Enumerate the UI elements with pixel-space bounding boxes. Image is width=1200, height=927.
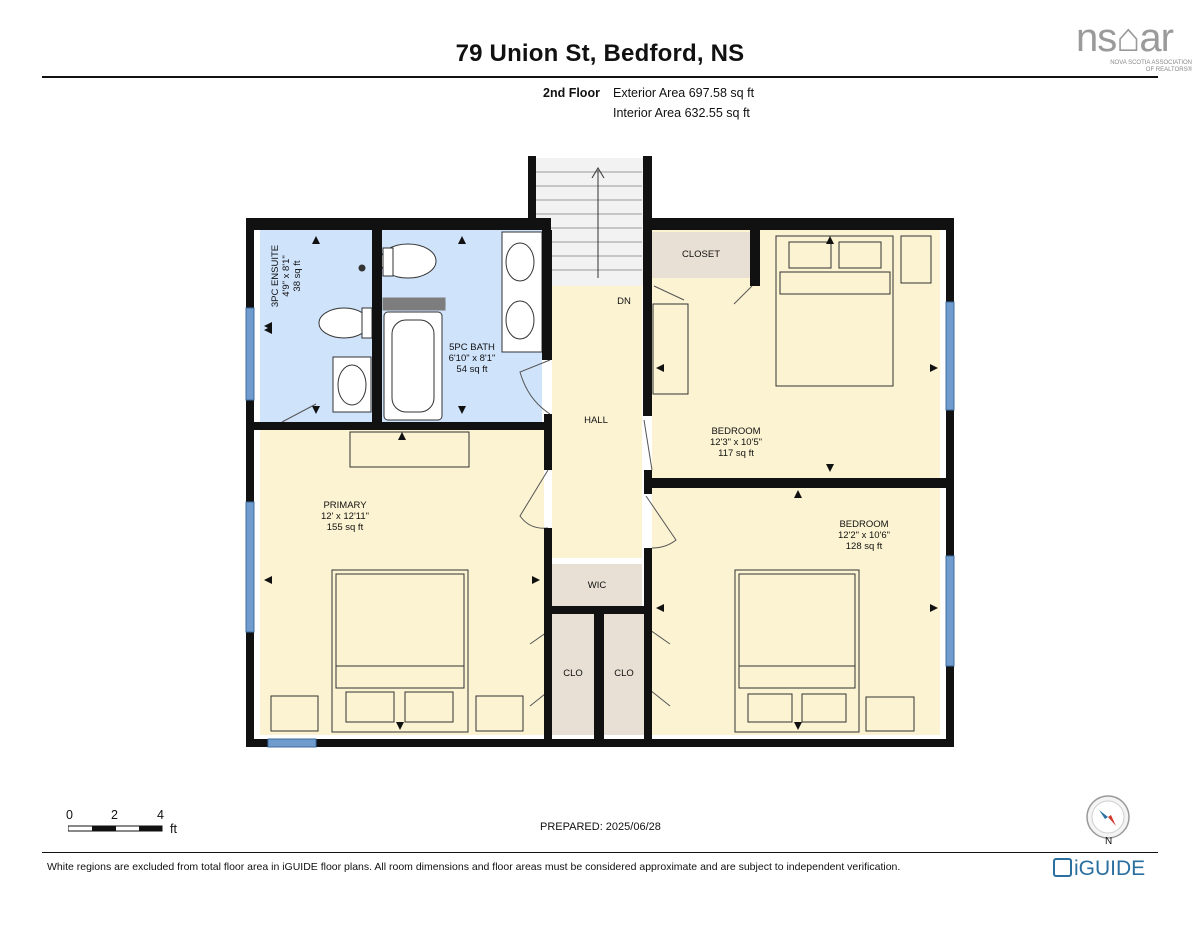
walls: [246, 156, 954, 747]
room-label-clo-1: CLO: [563, 668, 583, 679]
scale-graphic: [68, 825, 163, 832]
scale-bar: 0 2 4 ft: [62, 808, 192, 838]
clo2-fill: [604, 614, 646, 735]
door-swings: [281, 285, 753, 707]
logo-subtitle: NOVA SCOTIA ASSOCIATION OF REALTORS®: [1110, 60, 1192, 73]
interior-area: Interior Area 632.55 sq ft: [613, 106, 750, 120]
room-label-primary: PRIMARY 12' x 12'11" 155 sq ft: [320, 500, 370, 533]
exterior-area: Exterior Area 697.58 sq ft: [613, 86, 755, 100]
header-rule: [42, 76, 1158, 78]
room-label-clo-2: CLO: [614, 668, 634, 679]
room-label-bedroom-2: BEDROOM 12'2" x 10'6" 128 sq ft: [837, 519, 891, 552]
iguide-logo: iGUIDE: [1053, 857, 1145, 883]
room-label-ensuite: 3PC ENSUITE 4'9" x 8'1" 38 sq ft: [270, 244, 303, 308]
dimension-markers: [264, 236, 938, 730]
disclaimer-text: White regions are excluded from total fl…: [47, 861, 901, 873]
compass: N: [1085, 794, 1131, 850]
room-label-bedroom-1: BEDROOM 12'3" x 10'5" 117 sq ft: [709, 426, 763, 459]
scale-tick-0: 0: [66, 808, 73, 822]
footer-rule: [42, 852, 1158, 853]
scale-unit: ft: [170, 822, 177, 836]
scale-tick-2: 2: [111, 808, 118, 822]
windows: [245, 301, 955, 748]
stairs-down-label: DN: [617, 296, 631, 307]
plan-title: 79 Union St, Bedford, NS: [455, 40, 745, 67]
compass-north-label: N: [1105, 836, 1113, 847]
floor-label: 2nd Floor: [543, 86, 600, 100]
closet-fill: [652, 232, 750, 278]
clo1-fill: [552, 614, 594, 735]
fixtures: [270, 231, 932, 733]
prepared-date: PREPARED: 2025/06/28: [540, 821, 661, 833]
room-label-bath: 5PC BATH 6'10" x 8'1" 54 sq ft: [448, 342, 496, 375]
scale-tick-4: 4: [157, 808, 164, 822]
iguide-mark-icon: [1053, 858, 1072, 877]
logo-wordmark: ns⌂ar: [1076, 16, 1174, 60]
wic-fill: [552, 564, 642, 606]
room-label-hall: HALL: [584, 415, 608, 426]
room-label-closet: CLOSET: [681, 249, 720, 260]
nsar-logo: ns⌂ar NOVA SCOTIA ASSOCIATION OF REALTOR…: [1068, 14, 1192, 74]
room-label-wic: WIC: [587, 580, 607, 591]
hall-fill: [552, 286, 642, 558]
compass-icon: [1086, 795, 1130, 839]
